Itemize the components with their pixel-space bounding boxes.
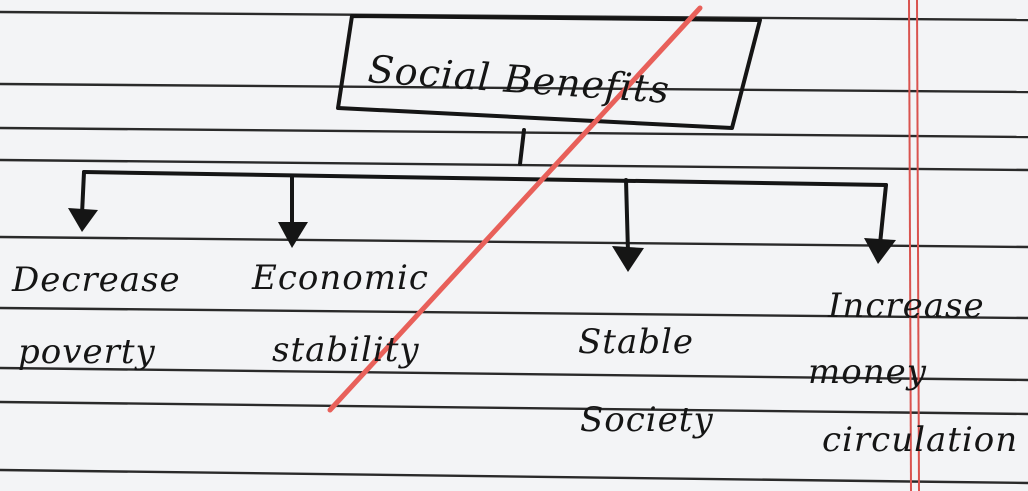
- branch-drop-3: [624, 178, 630, 254]
- title-box: [336, 14, 762, 130]
- arrowheads: [68, 208, 896, 272]
- branch-4-label-line-3: circulation: [822, 420, 1019, 460]
- branch-drop-1: [80, 170, 86, 216]
- connector-lines: [80, 128, 888, 254]
- branch-1-label-line-1: Decrease: [12, 260, 181, 300]
- ruled-line: [0, 306, 1028, 320]
- ruled-line: [0, 235, 1028, 249]
- branch-4-label-line-1: Increase: [828, 286, 985, 326]
- arrow-head-2: [278, 222, 308, 248]
- branch-2-label-line-1: Economic: [252, 258, 429, 298]
- arrow-head-4: [864, 238, 896, 264]
- strike-through-line: [327, 5, 703, 413]
- branch-4-label-line-2: money: [808, 352, 927, 392]
- ruled-line: [0, 126, 1028, 139]
- ruled-line: [0, 82, 1028, 94]
- stem-line: [518, 128, 526, 166]
- branch-1-label-line-2: poverty: [18, 332, 156, 372]
- branch-drop-4: [878, 183, 888, 246]
- arrow-head-1: [68, 208, 98, 232]
- branch-3-label-line-2: Society: [580, 400, 714, 440]
- arrow-head-3: [612, 246, 644, 272]
- margin-line: [908, 0, 920, 491]
- ruled-line: [0, 366, 1028, 382]
- branch-bar: [82, 170, 888, 187]
- ruled-line: [0, 400, 1028, 416]
- branch-2-label-line-2: stability: [272, 330, 420, 370]
- ruled-lines: [0, 10, 1028, 485]
- ruled-line: [0, 468, 1028, 485]
- ruled-line: [0, 158, 1028, 172]
- branch-3-label-line-1: Stable: [578, 322, 694, 362]
